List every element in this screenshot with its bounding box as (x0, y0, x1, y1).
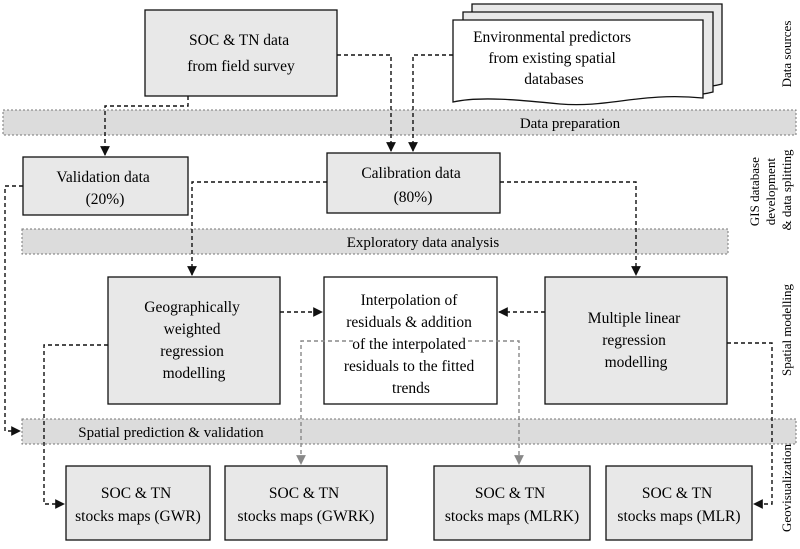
box-map-mlrk-line-1: SOC & TN (475, 485, 545, 502)
arrow-calibration-to-mlr (500, 181, 641, 276)
box-map-gwr-line-1: SOC & TN (101, 485, 171, 502)
side-label-geovisualization: Geovisualization (779, 443, 794, 532)
box-map-gwrk-line-2: stocks maps (GWRK) (238, 508, 375, 525)
box-validation-line-2: (20%) (86, 191, 125, 208)
side-label-gis-line-3: & data splitting (779, 149, 794, 230)
arrow-calibration-to-gwr (187, 181, 327, 276)
arrow-env-to-calibration (408, 54, 453, 152)
arrow-interpolation-to-gwrk-map (296, 340, 353, 465)
box-calibration-line-2: (80%) (394, 189, 433, 206)
side-label-data-sources: Data sources (779, 21, 794, 88)
box-map-gwr (65, 465, 211, 541)
box-mlr-model (544, 276, 728, 405)
box-gwr-model-line-3: regression (160, 343, 224, 360)
arrow-survey-to-validation (100, 96, 189, 156)
box-interpolation-line-4: residuals to the fitted (344, 358, 475, 375)
band-data-preparation-label: Data preparation (520, 116, 621, 132)
box-env-predictors (452, 3, 723, 106)
arrow-validation-to-prediction (4, 185, 23, 436)
box-map-gwr-text: SOC & TN stocks maps (GWR) (75, 485, 201, 525)
band-spatial-prediction (21, 418, 797, 445)
box-map-mlr-text: SOC & TN stocks maps (MLR) (617, 485, 740, 525)
band-data-preparation (2, 109, 797, 136)
box-interpolation-line-5: trends (392, 380, 430, 397)
box-map-gwr-line-2: stocks maps (GWR) (75, 508, 201, 525)
box-gwr-model-line-4: modelling (163, 365, 226, 382)
box-mlr-model-text: Multiple linear regression modelling (588, 310, 684, 371)
box-map-mlr-line-2: stocks maps (MLR) (617, 508, 740, 525)
band-exploratory-label: Exploratory data analysis (347, 235, 500, 251)
box-map-mlrk (433, 465, 591, 541)
box-env-predictors-line-3: databases (524, 71, 583, 88)
side-label-gis-line-1: GIS database (747, 157, 762, 226)
box-mlr-model-line-2: regression (602, 332, 666, 349)
band-spatial-prediction-label: Spatial prediction & validation (78, 425, 264, 441)
box-validation-line-1: Validation data (56, 169, 150, 186)
arrow-gwr-to-map (43, 344, 108, 509)
box-interpolation-line-1: Interpolation of (361, 292, 459, 309)
side-label-gis-line-2: development (763, 158, 778, 226)
arrow-mlr-to-map (727, 342, 773, 509)
box-validation-text: Validation data (20%) (56, 169, 153, 208)
box-map-gwrk-line-1: SOC & TN (269, 485, 339, 502)
box-interpolation-line-3: of the interpolated (352, 336, 466, 353)
box-calibration-text: Calibration data (80%) (361, 165, 464, 206)
box-env-predictors-line-2: from existing spatial (488, 50, 615, 67)
box-mlr-model-line-1: Multiple linear (588, 310, 681, 327)
box-env-predictors-line-1: Environmental predictors (473, 29, 631, 46)
arrow-survey-to-calibration (337, 54, 396, 152)
box-map-mlrk-text: SOC & TN stocks maps (MLRK) (445, 485, 579, 525)
box-field-survey-text: SOC & TN data from field survey (187, 32, 295, 75)
box-gwr-model (107, 276, 281, 405)
box-field-survey-line-1: SOC & TN data (189, 32, 289, 49)
box-validation (22, 156, 189, 216)
box-interpolation-text: Interpolation of residuals & addition of… (344, 292, 478, 397)
box-calibration-line-1: Calibration data (361, 165, 461, 182)
box-map-mlr-line-1: SOC & TN (642, 485, 712, 502)
box-gwr-model-line-1: Geographically (144, 299, 240, 316)
box-field-survey-line-2: from field survey (187, 58, 295, 75)
box-map-mlrk-line-2: stocks maps (MLRK) (445, 508, 579, 525)
box-gwr-model-line-2: weighted (164, 321, 221, 338)
box-map-gwrk-text: SOC & TN stocks maps (GWRK) (238, 485, 375, 525)
box-field-survey (144, 9, 338, 97)
box-map-gwrk (224, 465, 388, 541)
side-label-spatial-modelling: Spatial modelling (779, 283, 794, 376)
box-interpolation-line-2: residuals & addition (346, 314, 472, 331)
side-label-gis: GIS database development & data splittin… (747, 149, 794, 230)
box-mlr-model-line-3: modelling (605, 354, 668, 371)
box-calibration (326, 152, 501, 214)
arrow-interpolation-to-mlrk-map (468, 340, 524, 465)
band-exploratory (21, 228, 729, 255)
box-gwr-model-text: Geographically weighted regression model… (144, 299, 243, 382)
box-env-predictors-text: Environmental predictors from existing s… (473, 29, 635, 88)
box-map-mlr (605, 465, 753, 541)
